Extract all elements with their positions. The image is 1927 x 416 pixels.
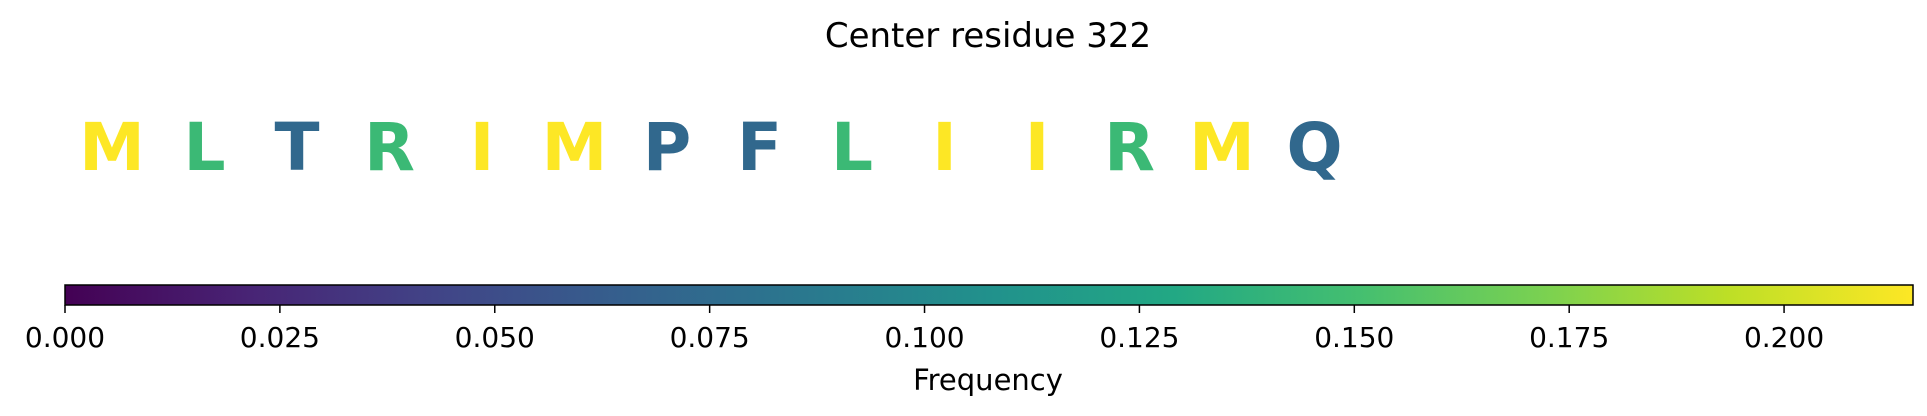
colorbar-ticks: 0.000 0.025 0.050 0.075 0.100 0.125 0.150 0.175… <box>25 305 1824 354</box>
residue-letter: F <box>737 109 782 186</box>
residue-letter: Q <box>1286 109 1342 186</box>
residue-letter: M <box>542 109 608 186</box>
residue-letter: M <box>79 109 145 186</box>
residue-letter: P <box>643 109 691 186</box>
colorbar-tick-label: 0.200 <box>1744 321 1824 354</box>
colorbar-label: Frequency <box>913 363 1063 397</box>
colorbar <box>64 284 1914 306</box>
colorbar-tick-label: 0.050 <box>455 321 535 354</box>
colorbar-tick-label: 0.025 <box>240 321 320 354</box>
residue-letter: I <box>470 109 495 186</box>
residue-letter: L <box>831 109 873 186</box>
residue-letter: M <box>1189 109 1255 186</box>
chart-title: Center residue 322 <box>825 16 1151 56</box>
residue-letter: L <box>183 109 225 186</box>
colorbar-tick-label: 0.100 <box>884 321 964 354</box>
colorbar-tick-label: 0.075 <box>670 321 750 354</box>
residue-letter: T <box>274 109 319 186</box>
residue-letter: I <box>1025 109 1050 186</box>
residue-letter: R <box>364 109 415 186</box>
residue-letter: R <box>1104 109 1155 186</box>
colorbar-tick-label: 0.000 <box>25 321 105 354</box>
residue-letter: I <box>932 109 957 186</box>
colorbar-tick-label: 0.125 <box>1099 321 1179 354</box>
colorbar-tick-label: 0.175 <box>1529 321 1609 354</box>
colorbar-tick-label: 0.150 <box>1314 321 1394 354</box>
